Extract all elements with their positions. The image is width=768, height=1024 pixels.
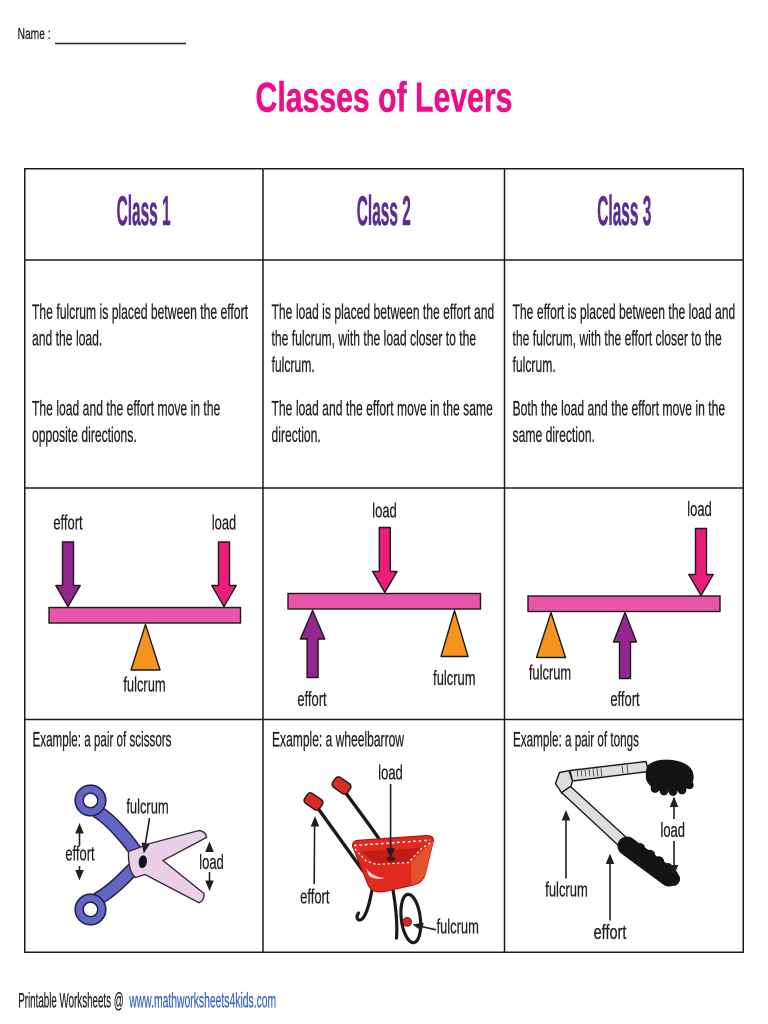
svg-text:Example: a pair of tongs: Example: a pair of tongs (513, 728, 639, 751)
svg-text:The load and the effort move i: The load and the effort move in the (32, 398, 220, 421)
svg-text:opposite directions.: opposite directions. (32, 424, 137, 447)
svg-text:Example: a wheelbarrow: Example: a wheelbarrow (272, 728, 404, 751)
svg-text:The effort is placed between t: The effort is placed between the load an… (513, 301, 736, 324)
svg-text:the fulcrum, with the load clo: the fulcrum, with the load closer to the (272, 328, 477, 351)
svg-text:Class 3: Class 3 (597, 187, 651, 234)
svg-text:same direction.: same direction. (513, 424, 595, 447)
svg-text:Example: a pair of scissors: Example: a pair of scissors (33, 728, 172, 751)
svg-text:and the load.: and the load. (32, 328, 102, 351)
svg-text:fulcrum: fulcrum (433, 668, 475, 690)
svg-text:effort: effort (297, 689, 327, 711)
svg-text:effort: effort (65, 844, 95, 866)
svg-text:Printable Worksheets @: Printable Worksheets @ (18, 989, 124, 1012)
svg-text:Classes of Levers: Classes of Levers (256, 74, 513, 121)
svg-text:load: load (372, 501, 397, 523)
svg-text:load: load (687, 499, 712, 521)
svg-text:load: load (212, 513, 237, 535)
svg-text:effort: effort (53, 513, 83, 535)
svg-text:fulcrum: fulcrum (123, 675, 165, 697)
svg-text:www.mathworksheets4kids.com: www.mathworksheets4kids.com (129, 989, 276, 1012)
svg-text:Both the load and the effort m: Both the load and the effort move in the (513, 398, 726, 421)
svg-text:The load is placed between the: The load is placed between the effort an… (272, 301, 495, 324)
svg-text:load: load (378, 763, 403, 785)
svg-text:Class 1: Class 1 (117, 187, 171, 234)
svg-text:The fulcrum is placed between: The fulcrum is placed between the effort (32, 301, 248, 324)
svg-text:The load and the effort move i: The load and the effort move in the same (272, 398, 493, 421)
svg-text:Name :: Name : (18, 26, 51, 43)
svg-text:load: load (199, 852, 224, 874)
svg-text:fulcrum: fulcrum (545, 880, 588, 902)
svg-text:fulcrum: fulcrum (126, 797, 168, 819)
svg-text:fulcrum.: fulcrum. (513, 354, 556, 377)
svg-text:load: load (660, 820, 685, 842)
svg-text:the fulcrum, with the effort c: the fulcrum, with the effort closer to t… (513, 328, 722, 351)
svg-text:fulcrum: fulcrum (437, 917, 479, 939)
svg-text:effort: effort (610, 689, 640, 711)
svg-text:fulcrum.: fulcrum. (272, 354, 315, 377)
svg-text:fulcrum: fulcrum (529, 663, 571, 685)
svg-text:effort: effort (300, 887, 330, 909)
svg-text:Class 2: Class 2 (357, 187, 411, 234)
svg-text:direction.: direction. (272, 424, 321, 447)
svg-text:effort: effort (594, 922, 627, 944)
